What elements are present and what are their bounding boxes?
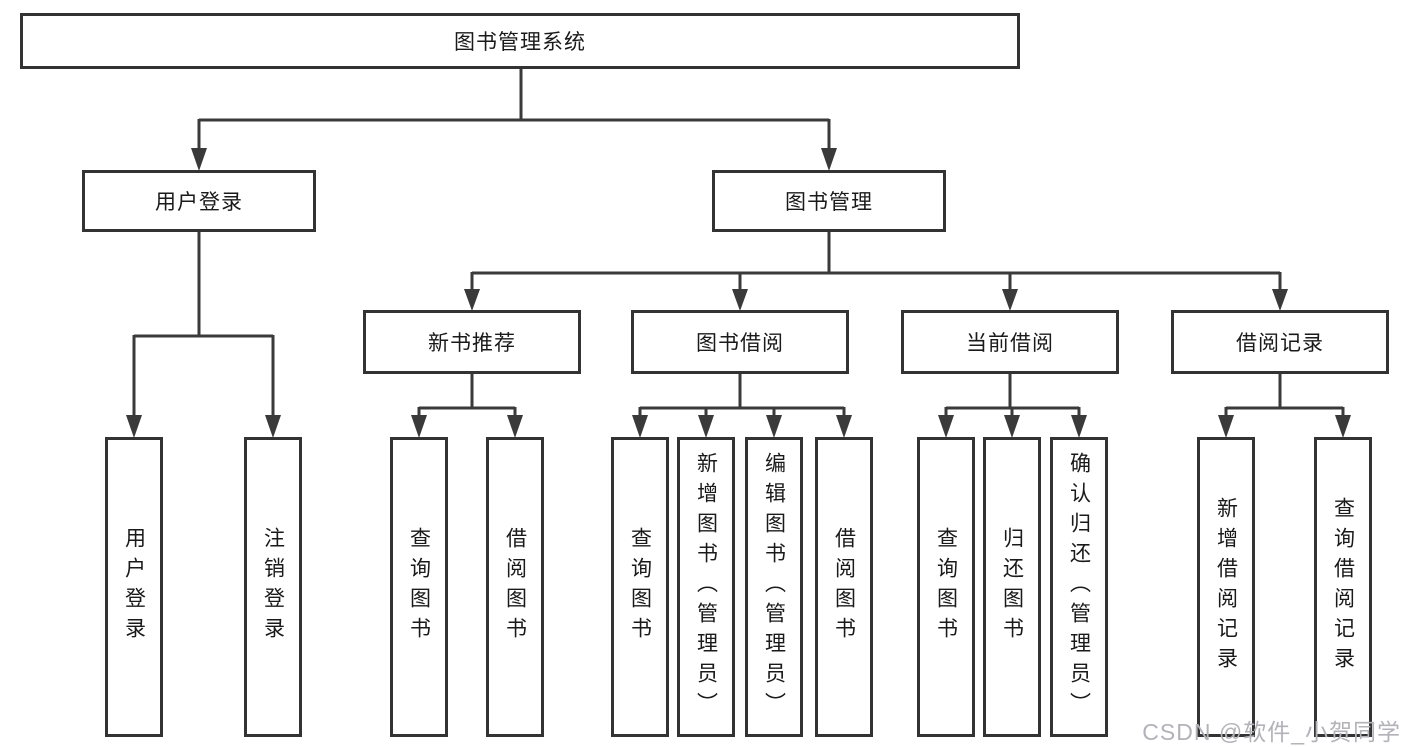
- leaf-logout-label: 注销登录: [261, 527, 285, 647]
- leaf-edit-book-admin-label: 编辑图书（管理员）: [762, 452, 786, 722]
- leaf-add-book-admin-label: 新增图书（管理员）: [694, 452, 718, 722]
- leaf-logout: 注销登录: [244, 437, 302, 737]
- leaf-edit-book-admin: 编辑图书（管理员）: [745, 437, 803, 737]
- leaf-query-books-borrowing: 查询图书: [611, 437, 669, 737]
- node-user-login-label: 用户登录: [155, 191, 243, 214]
- node-library-system-label: 图书管理系统: [454, 31, 586, 54]
- node-borrowing-records-label: 借阅记录: [1236, 332, 1324, 355]
- leaf-add-book-admin: 新增图书（管理员）: [677, 437, 735, 737]
- node-book-management: 图书管理: [712, 170, 946, 232]
- leaf-return-books-label: 归还图书: [1000, 527, 1024, 647]
- node-book-borrowing-label: 图书借阅: [696, 332, 784, 355]
- leaf-query-books-borrowing-label: 查询图书: [628, 527, 652, 647]
- leaf-borrow-books-recommend: 借阅图书: [486, 437, 544, 737]
- leaf-query-books-current: 查询图书: [917, 437, 975, 737]
- leaf-confirm-return-admin: 确认归还（管理员）: [1050, 437, 1108, 737]
- node-book-borrowing: 图书借阅: [631, 310, 849, 374]
- node-current-borrowing-label: 当前借阅: [966, 332, 1054, 355]
- arrowheads: [126, 148, 1351, 438]
- leaf-confirm-return-admin-label: 确认归还（管理员）: [1067, 452, 1091, 722]
- leaf-user-login-label: 用户登录: [122, 527, 146, 647]
- node-user-login: 用户登录: [82, 170, 316, 232]
- leaf-query-borrow-record: 查询借阅记录: [1314, 437, 1372, 737]
- leaf-query-borrow-record-label: 查询借阅记录: [1331, 497, 1355, 677]
- node-new-book-recommend: 新书推荐: [363, 310, 581, 374]
- leaf-query-books-current-label: 查询图书: [934, 527, 958, 647]
- node-new-book-recommend-label: 新书推荐: [428, 332, 516, 355]
- node-library-system: 图书管理系统: [20, 13, 1020, 69]
- leaf-add-borrow-record-label: 新增借阅记录: [1214, 497, 1238, 677]
- node-book-management-label: 图书管理: [785, 191, 873, 214]
- leaf-query-books-recommend: 查询图书: [390, 437, 448, 737]
- leaf-borrow-books-label: 借阅图书: [832, 527, 856, 647]
- node-borrowing-records: 借阅记录: [1171, 310, 1389, 374]
- csdn-watermark: CSDN @软件_小贺同学: [1142, 719, 1401, 745]
- node-current-borrowing: 当前借阅: [901, 310, 1119, 374]
- leaf-borrow-books: 借阅图书: [815, 437, 873, 737]
- leaf-add-borrow-record: 新增借阅记录: [1197, 437, 1255, 737]
- leaf-return-books: 归还图书: [983, 437, 1041, 737]
- leaf-user-login: 用户登录: [105, 437, 163, 737]
- leaf-borrow-books-recommend-label: 借阅图书: [503, 527, 527, 647]
- leaf-query-books-recommend-label: 查询图书: [407, 527, 431, 647]
